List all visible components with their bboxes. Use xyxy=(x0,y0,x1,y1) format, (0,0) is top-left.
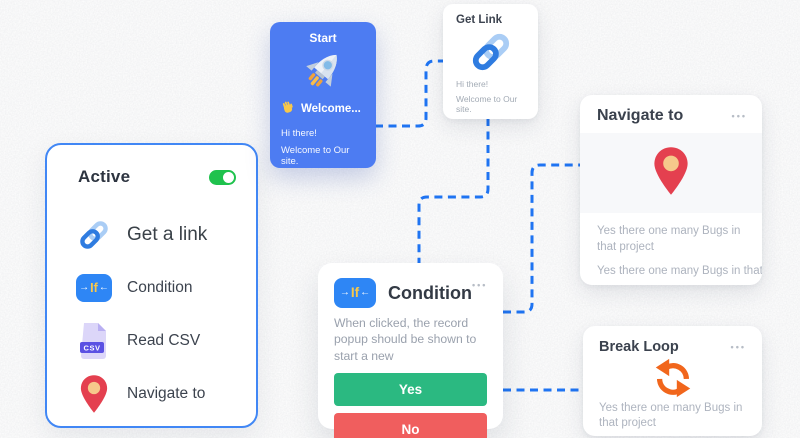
break-loop-body: Yes there one many Bugs in that project xyxy=(599,402,743,429)
get-link-greeting: Hi there! xyxy=(456,79,489,89)
loop-refresh-icon xyxy=(599,355,746,401)
condition-description: When clicked, the record popup should be… xyxy=(334,316,477,363)
if-glyph: If xyxy=(350,285,360,301)
condition-node[interactable]: → If ← Condition ••• When clicked, the r… xyxy=(318,263,503,438)
active-card-title: Active xyxy=(78,167,131,186)
break-loop-title: Break Loop xyxy=(599,339,679,355)
list-item-label: Get a link xyxy=(127,224,208,245)
start-welcome-label: Welcome... xyxy=(301,103,361,115)
more-options-icon[interactable]: ••• xyxy=(471,280,488,290)
list-item-label: Condition xyxy=(127,279,193,296)
list-item-navigate-to[interactable]: Navigate to xyxy=(73,374,236,414)
start-message: Welcome to Our site. xyxy=(281,145,350,167)
get-link-node[interactable]: Get Link Hi there! Welcome to Our site. xyxy=(443,4,538,119)
arrow-left-glyph: ← xyxy=(98,282,109,293)
navigate-title: Navigate to xyxy=(597,106,684,124)
no-button[interactable]: No xyxy=(334,413,487,438)
list-item-label: Navigate to xyxy=(127,385,206,402)
list-item-get-a-link[interactable]: Get a link xyxy=(73,215,236,255)
start-node[interactable]: Start xyxy=(270,22,376,168)
start-greeting: Hi there! xyxy=(281,128,317,139)
list-item-condition[interactable]: → If ← Condition xyxy=(73,268,236,308)
condition-if-icon: → If ← xyxy=(73,268,115,308)
yes-button[interactable]: Yes xyxy=(334,373,487,407)
connector-condition-to-navigate xyxy=(503,163,580,314)
csv-file-icon: CSV xyxy=(73,321,115,361)
condition-if-icon: → If ← xyxy=(334,278,376,308)
if-glyph: If xyxy=(90,280,98,295)
map-pin-icon xyxy=(73,374,115,414)
wave-hand-icon xyxy=(281,101,295,117)
navigate-body-line2: Yes there one many Bugs in that xyxy=(597,265,762,278)
more-options-icon[interactable]: ••• xyxy=(731,110,747,121)
navigate-body-line1: Yes there one many Bugs in that project xyxy=(597,225,741,253)
active-toggle[interactable] xyxy=(209,169,236,185)
arrow-left-glyph: ← xyxy=(360,287,371,298)
rocket-icon xyxy=(281,47,365,95)
active-card-header: Active xyxy=(73,167,236,187)
svg-text:CSV: CSV xyxy=(84,343,101,352)
map-pin-icon xyxy=(652,146,690,201)
chain-link-icon xyxy=(456,27,525,77)
action-list: Get a link → If ← Condition xyxy=(73,215,236,414)
condition-title: Condition xyxy=(388,282,472,303)
list-item-read-csv[interactable]: CSV Read CSV xyxy=(73,321,236,361)
get-link-message: Welcome to Our site. xyxy=(456,94,518,114)
navigate-to-node[interactable]: Navigate to ••• Yes there one many Bugs … xyxy=(580,95,762,285)
start-node-title: Start xyxy=(309,31,337,45)
get-link-title: Get Link xyxy=(456,14,503,26)
active-actions-card: Active Get a link → xyxy=(45,143,258,428)
arrow-right-glyph: → xyxy=(79,282,90,293)
chain-link-icon xyxy=(73,215,115,255)
navigate-preview-panel xyxy=(580,133,762,213)
break-loop-node[interactable]: Break Loop ••• Yes there one many Bugs i… xyxy=(583,326,762,436)
more-options-icon[interactable]: ••• xyxy=(730,342,746,352)
arrow-right-glyph: → xyxy=(339,287,350,298)
connector-start-to-getlink xyxy=(375,59,443,128)
list-item-label: Read CSV xyxy=(127,332,201,349)
connector-getlink-to-condition xyxy=(417,118,490,263)
